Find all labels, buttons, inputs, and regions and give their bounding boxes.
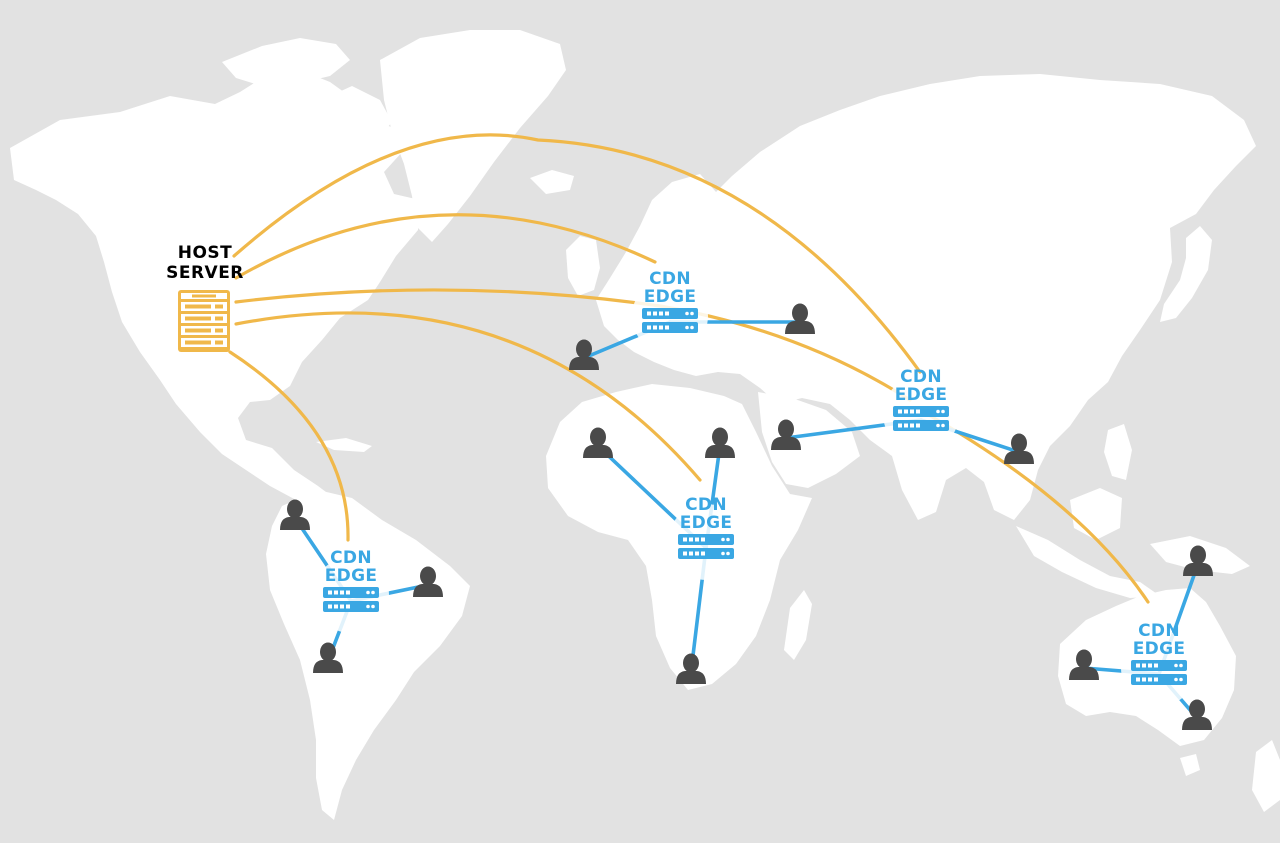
baffin-island-landmass [330,86,392,142]
host-server-node: HOST SERVER [166,243,244,352]
japan-landmass [1160,226,1212,322]
borneo-landmass [1070,488,1122,540]
cdn-edge-label-line1: CDN [1138,621,1180,641]
new-zealand-landmass [1252,740,1280,812]
philippines-landmass [1104,424,1132,480]
host-arc [228,350,350,542]
caribbean-islands-landmass [316,438,372,452]
host-server-label-line2: SERVER [166,263,244,283]
cdn-edge-label-line2: EDGE [325,566,378,586]
cdn-edge-label-line1: CDN [685,495,727,515]
cdn-edge-label-line2: EDGE [1133,639,1186,659]
host-arc [234,213,657,280]
cdn-edge-label-line2: EDGE [895,385,948,405]
cdn-edge-label-line2: EDGE [644,287,697,307]
iceland-landmass [530,170,574,194]
arctic-islands-landmass [222,38,350,86]
south-america-landmass [266,490,470,820]
southeast-asia-islands-landmass [1016,526,1160,598]
host-arc [234,311,702,482]
british-isles-landmass [566,236,600,296]
tasmania-landmass [1180,754,1200,776]
cdn-edge-label-line1: CDN [900,367,942,387]
cdn-edge-label-line1: CDN [649,269,691,289]
server-rack-icon [178,290,230,352]
host-server-label-line1: HOST [178,243,233,263]
arabian-peninsula-landmass [758,392,860,488]
cdn-edge-label-line1: CDN [330,548,372,568]
madagascar-landmass [784,590,812,660]
host-arc [232,133,922,374]
cdn-edge-label-line2: EDGE [680,513,733,533]
eurasia-landmass [596,74,1256,520]
